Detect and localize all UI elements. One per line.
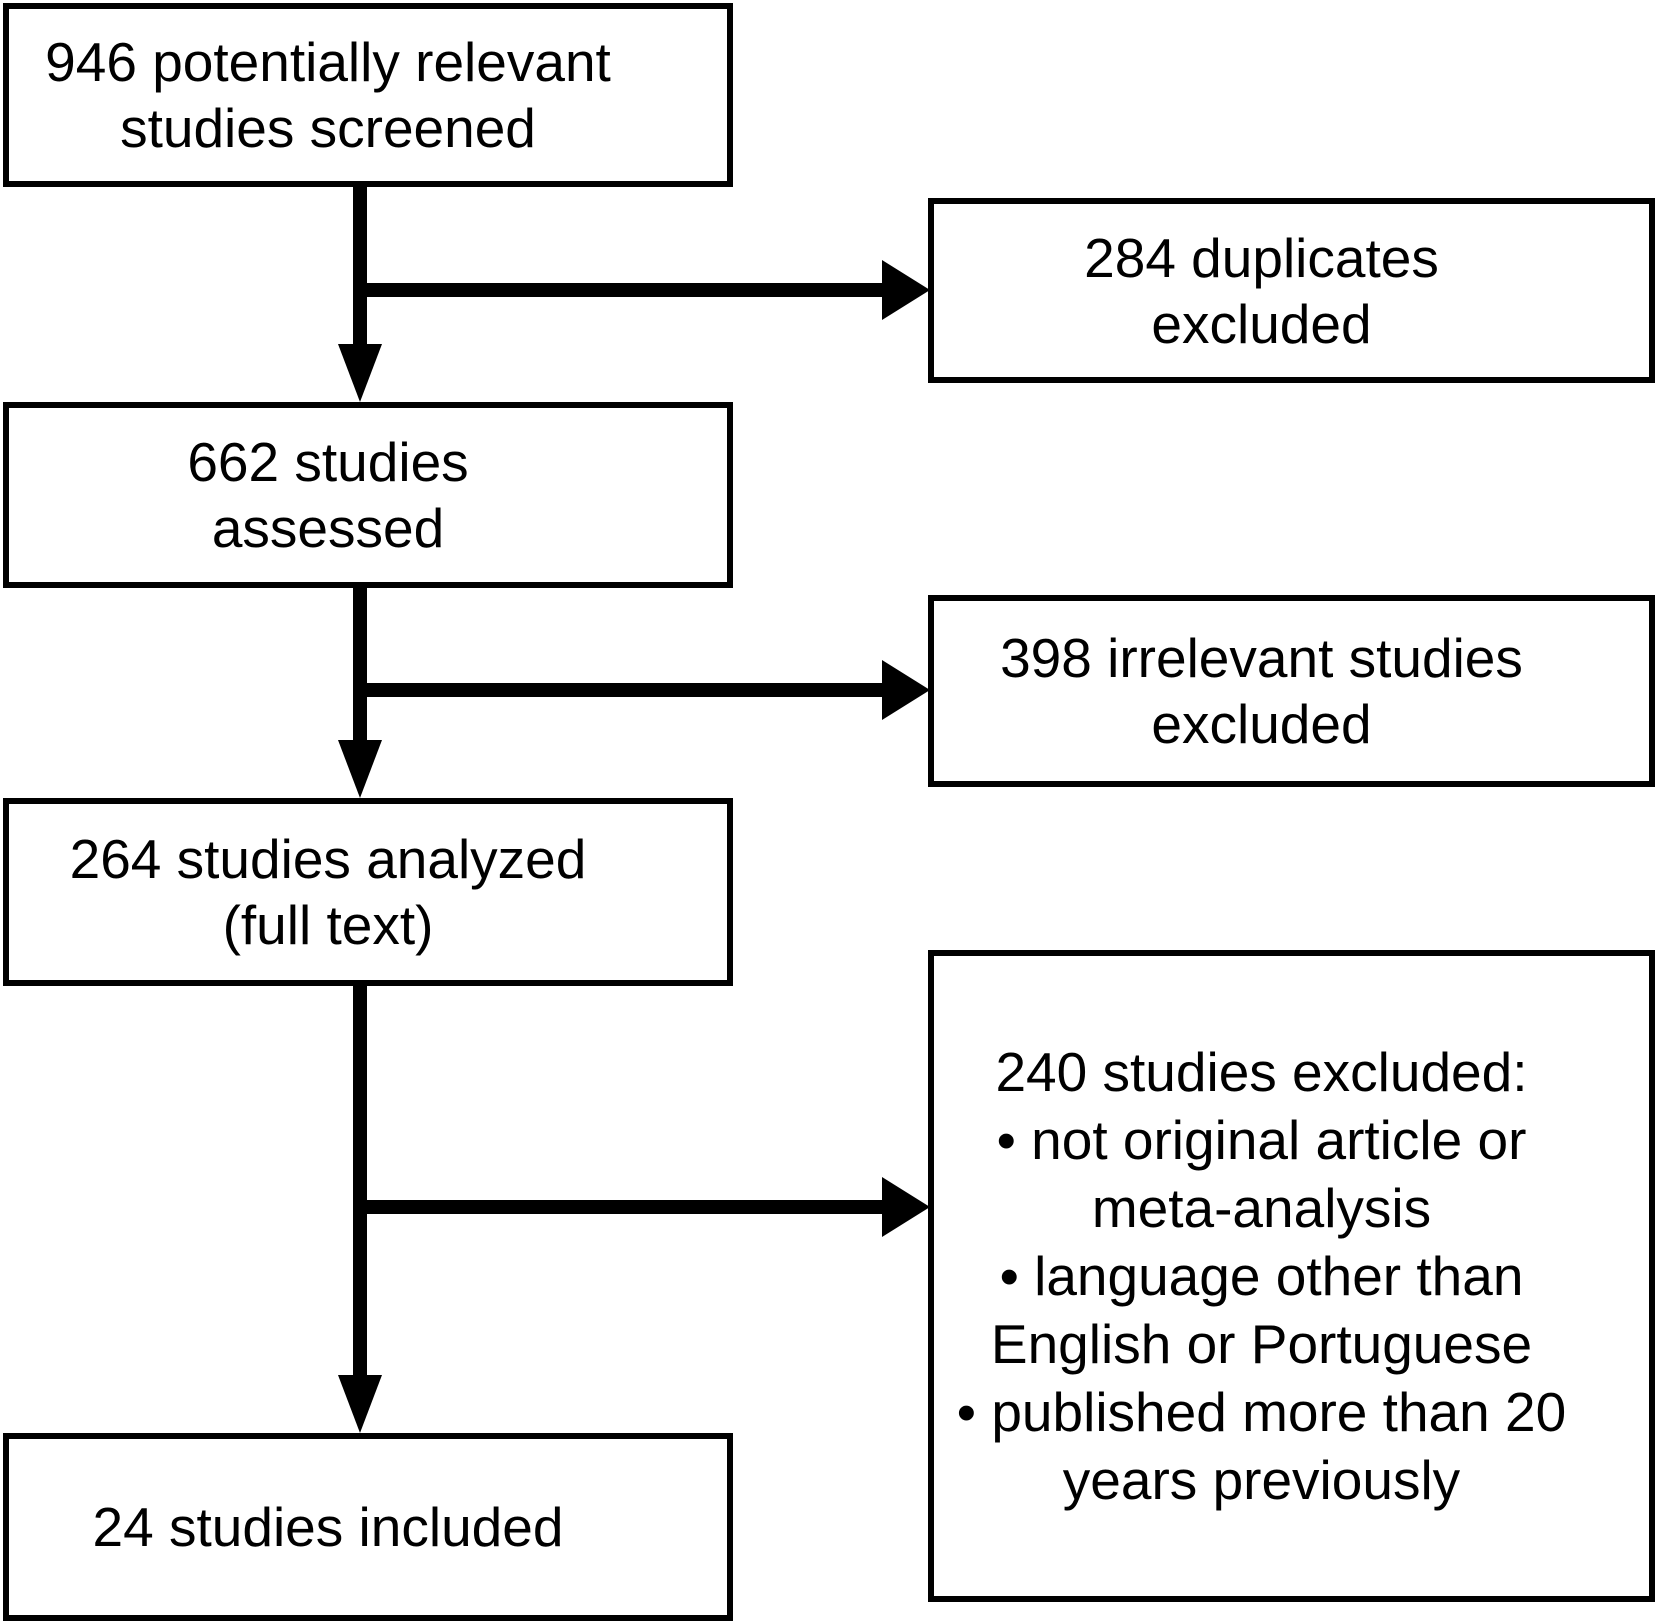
- flow-box-text-line: assessed: [211, 497, 445, 559]
- bullet-item-continuation: English or Portuguese: [990, 1313, 1533, 1375]
- arrow-assessed-to-analyzed-stem: [353, 588, 367, 742]
- arrowhead-down-icon: [338, 344, 382, 402]
- bullet-item-continuation: years previously: [1062, 1449, 1461, 1511]
- arrowhead-down-icon: [338, 740, 382, 798]
- arrow-branch-to-fulltext-excluded: [353, 1200, 882, 1214]
- flow-box-irrelevant-excluded: 398 irrelevant studies excluded: [928, 595, 1655, 787]
- arrowhead-down-icon: [338, 1375, 382, 1433]
- arrowhead-right-icon: [882, 1177, 930, 1237]
- flow-box-text-line: 662 studies: [187, 431, 469, 493]
- flow-box-text-line: studies screened: [120, 97, 536, 159]
- flow-box-text-line: (full text): [222, 894, 434, 956]
- flow-box-text-line: 24 studies included: [92, 1496, 564, 1558]
- bullet-item-continuation: meta-analysis: [1091, 1177, 1432, 1239]
- flow-box-text-line: excluded: [1151, 292, 1372, 355]
- flow-box-fulltext-excluded: 240 studies excluded: • not original art…: [928, 950, 1655, 1602]
- flow-box-duplicates-excluded: 284 duplicates excluded: [928, 198, 1655, 383]
- flow-box-studies-included: 24 studies included: [3, 1433, 733, 1621]
- arrow-branch-to-duplicates: [353, 283, 882, 297]
- flow-box-text-line: 946 potentially relevant: [45, 31, 611, 93]
- arrowhead-right-icon: [882, 660, 930, 720]
- flow-box-studies-analyzed: 264 studies analyzed (full text): [3, 798, 733, 986]
- bullet-item-language: • language other than: [999, 1245, 1524, 1307]
- flow-box-text-line: 284 duplicates: [1084, 226, 1439, 289]
- flow-box-text-line: excluded: [1151, 693, 1372, 755]
- flow-box-text-line: 240 studies excluded:: [995, 1041, 1528, 1103]
- arrow-branch-to-irrelevant: [353, 683, 882, 697]
- flow-box-studies-assessed: 662 studies assessed: [3, 402, 733, 588]
- arrowhead-right-icon: [882, 260, 930, 320]
- arrow-screened-to-assessed-stem: [353, 187, 367, 345]
- bullet-item-not-original: • not original article or: [996, 1109, 1527, 1171]
- flow-box-text-line: 398 irrelevant studies: [1000, 627, 1523, 689]
- flow-box-studies-screened: 946 potentially relevant studies screene…: [3, 3, 733, 187]
- bullet-item-published: • published more than 20: [956, 1381, 1567, 1443]
- flow-box-text-line: 264 studies analyzed: [69, 828, 587, 890]
- arrow-analyzed-to-included-stem: [353, 985, 367, 1377]
